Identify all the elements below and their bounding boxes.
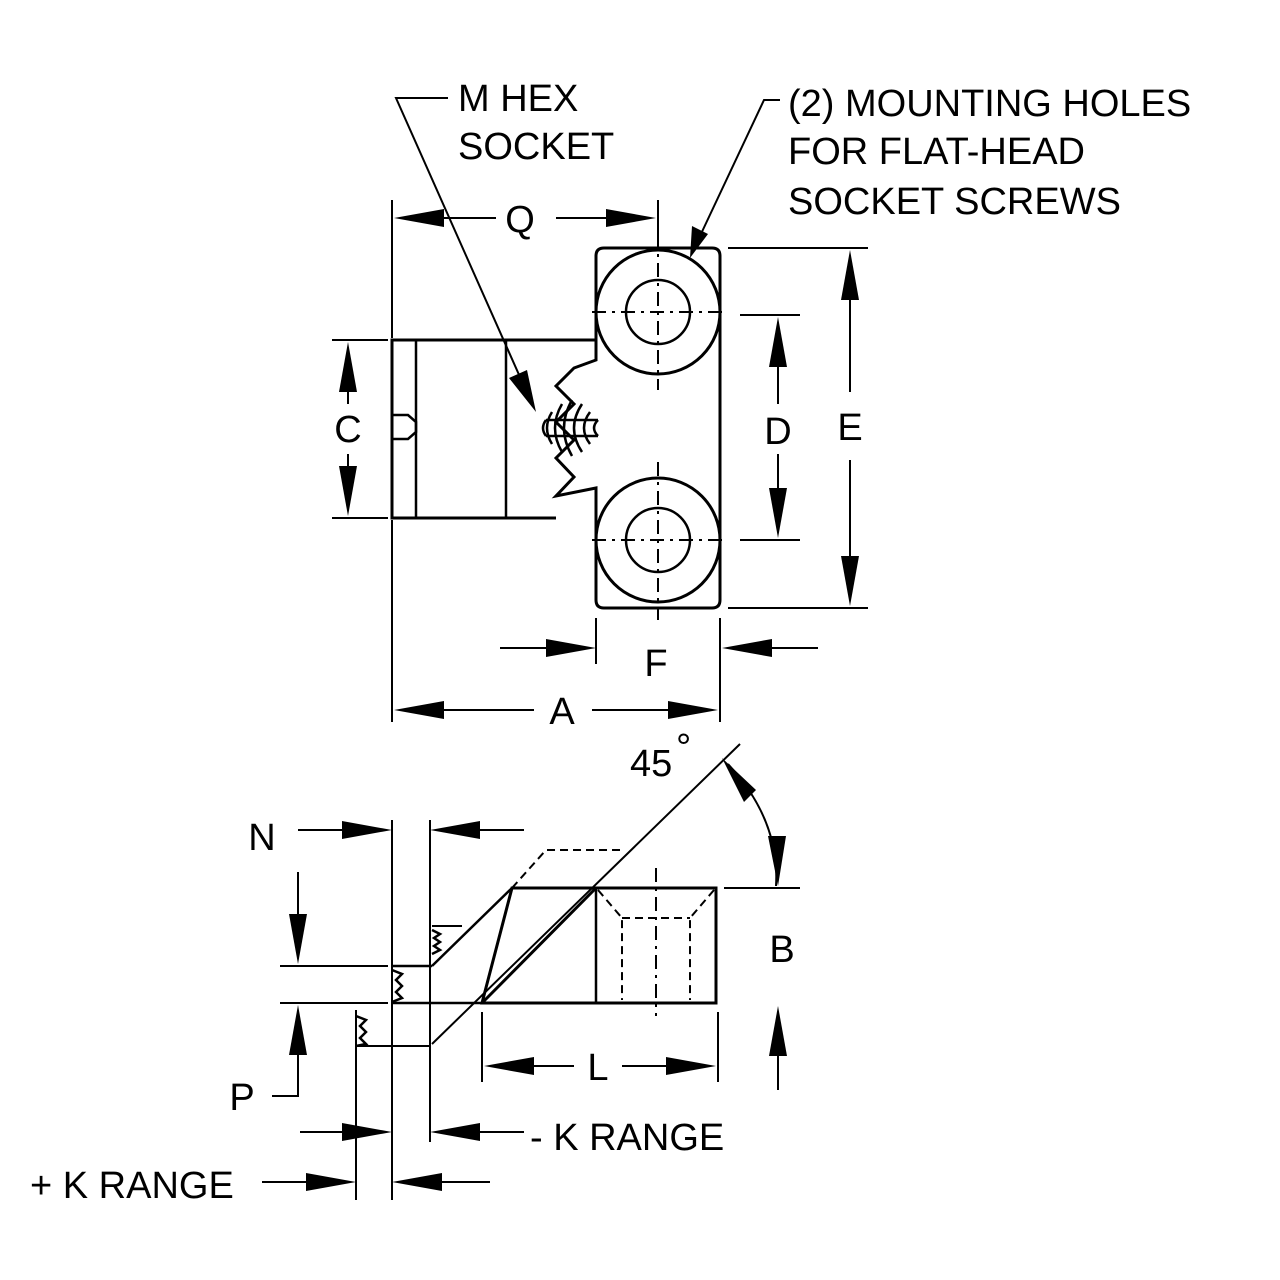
dim-q-label: Q [505,199,535,241]
dim-f-label: F [644,643,667,685]
mounting-hole-upper [592,234,724,390]
dim-plus-k-range-label: + K RANGE [30,1165,234,1207]
dim-c-label: C [334,409,361,451]
callout-mounting-holes-line-3: SOCKET SCREWS [788,181,1121,223]
callout-hex-socket-line-1: M HEX [458,78,578,120]
dim-minus-k-range-label: - K RANGE [530,1117,724,1159]
dim-p-label: P [229,1077,254,1119]
top-view: Q C D E F A M HEX SOCKET [332,78,1191,733]
dim-e-label: E [837,407,862,449]
hex-screw [541,399,599,457]
jaw-block [390,338,596,520]
callout-mounting-holes-line-1: (2) MOUNTING HOLES [788,83,1191,125]
dim-angle-label: 45 [630,743,672,785]
side-body-outline [480,886,718,1005]
callout-mounting-holes-line-2: FOR FLAT-HEAD [788,131,1085,173]
dim-angle-unit: ° [676,727,691,769]
dim-l-label: L [587,1047,608,1089]
dim-n-label: N [248,817,275,859]
dim-b-label: B [769,929,794,971]
mounting-hole-lower [592,462,724,620]
dim-d-label: D [764,411,791,453]
side-jaw [431,887,513,967]
callout-hex-socket-line-2: SOCKET [458,126,614,168]
clamp-body-outline [551,246,722,610]
jaw-notch [392,413,418,441]
dim-a-label: A [549,691,575,733]
side-face-diagonal [480,886,598,1005]
side-view: 45 ° N B L P - K RANGE + K [30,727,800,1207]
